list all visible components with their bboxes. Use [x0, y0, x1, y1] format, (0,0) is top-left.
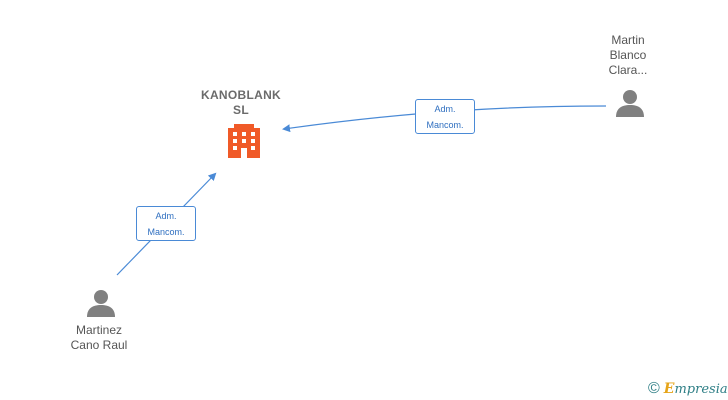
- person-name-line: Blanco: [609, 48, 647, 62]
- person-name-line: Clara...: [608, 63, 648, 77]
- person-name-line: Martin: [611, 33, 645, 47]
- brand-logo: Empresia: [664, 381, 728, 398]
- edge-label-line1: Adm.: [434, 104, 456, 114]
- person-name-martin[interactable]: Martin Blanco Clara...: [593, 33, 663, 78]
- edge-label-martinez[interactable]: Adm. Mancom.: [136, 206, 196, 241]
- empresia-watermark: © Empresia: [648, 379, 728, 399]
- edge-label-martin[interactable]: Adm. Mancom.: [415, 99, 475, 134]
- edge-label-line2: Mancom.: [147, 227, 185, 237]
- person-name-martinez[interactable]: Martinez Cano Raul: [56, 323, 142, 353]
- company-name[interactable]: KANOBLANK SL: [191, 88, 291, 118]
- company-name-line2: SL: [233, 103, 249, 117]
- company-name-line1: KANOBLANK: [200, 88, 282, 102]
- person-icon[interactable]: [616, 90, 644, 117]
- copyright-icon: ©: [648, 380, 660, 397]
- edge-label-line1: Adm.: [155, 211, 177, 221]
- brand-rest: mpresia: [674, 381, 728, 397]
- building-icon[interactable]: [228, 124, 260, 158]
- person-name-line: Martinez: [75, 323, 122, 337]
- person-name-line: Cano Raul: [70, 338, 128, 352]
- brand-initial: E: [663, 380, 675, 397]
- person-icon[interactable]: [87, 290, 115, 317]
- edge-label-line2: Mancom.: [426, 120, 464, 130]
